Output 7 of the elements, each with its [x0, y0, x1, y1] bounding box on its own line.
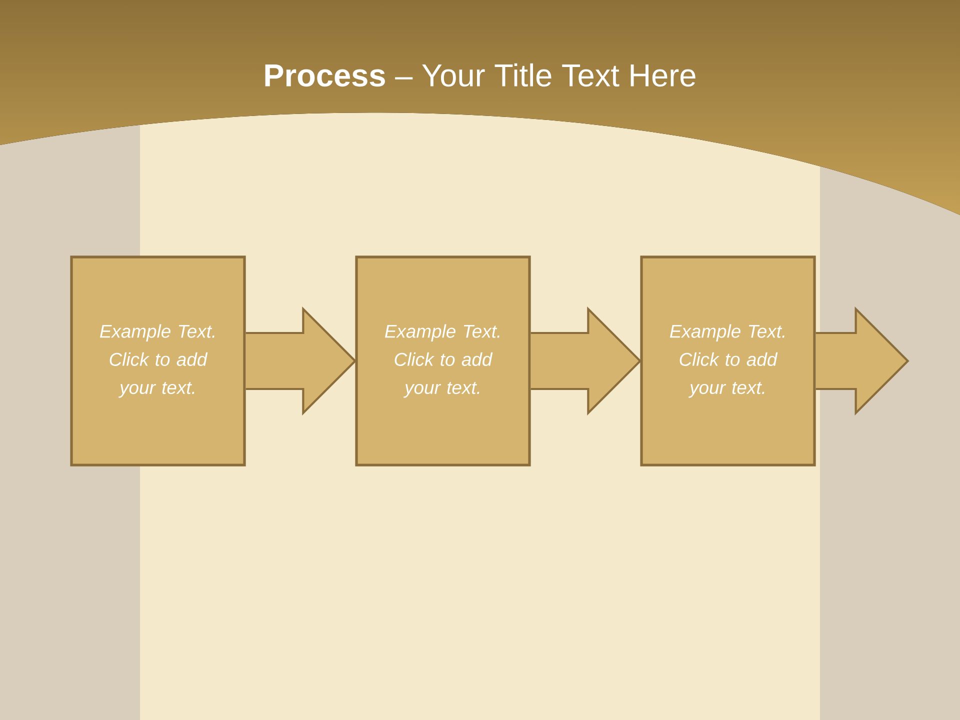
title: Process – Your Title Text Here [265, 63, 696, 87]
process-box: Example Text. Click to add your text. [355, 256, 531, 466]
process-box: Example Text. Click to add your text. [70, 256, 246, 466]
arrow [814, 306, 910, 416]
arrow [244, 306, 357, 416]
arrow [530, 306, 642, 416]
process-box: Example Text. Click to add your text. [640, 256, 816, 466]
